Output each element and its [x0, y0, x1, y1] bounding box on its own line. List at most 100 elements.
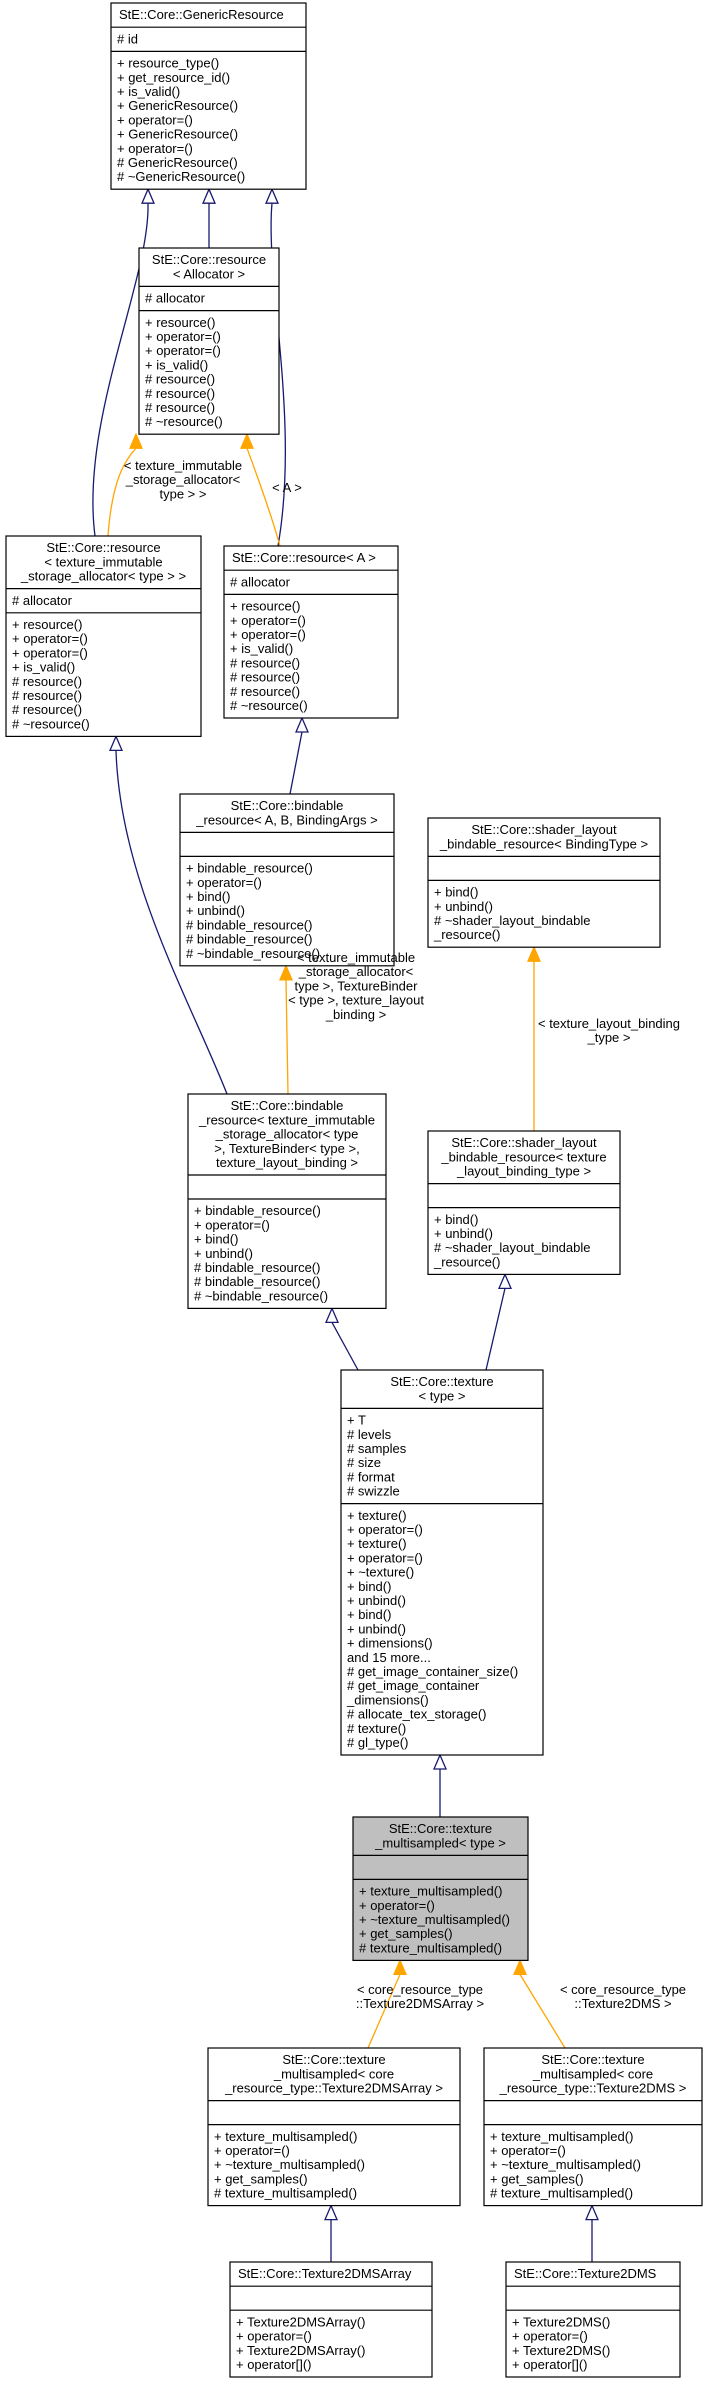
- inheritance-edge-bind-tex: [115, 750, 228, 1095]
- edge-label-ms-2d: < core_resource_type: [560, 1982, 686, 1997]
- class-attribute: # allocator: [12, 593, 73, 608]
- class-method: and 15 more...: [347, 1650, 431, 1665]
- class-title-line: _storage_allocator< type > >: [20, 569, 186, 584]
- class-title-line: StE::Core::bindable: [231, 1098, 344, 1113]
- class-title-line: StE::Core::shader_layout: [451, 1135, 597, 1150]
- class-method: + operator=(): [490, 2143, 566, 2158]
- class-method: + is_valid(): [117, 84, 180, 99]
- class-method: # resource(): [230, 670, 300, 685]
- class-method: _dimensions(): [346, 1692, 429, 1707]
- class-box-res-tex[interactable]: StE::Core::resource< texture_immutable_s…: [5, 535, 202, 737]
- class-box-frame: [138, 247, 280, 435]
- inheritance-edge-texture: [485, 1288, 506, 1371]
- class-method: + unbind(): [194, 1246, 253, 1261]
- class-box-res-alloc[interactable]: StE::Core::resource< Allocator ># alloca…: [138, 247, 280, 435]
- class-method: # bindable_resource(): [194, 1274, 320, 1289]
- class-method: # bindable_resource(): [186, 932, 312, 947]
- template-edge-bind-tex: [285, 979, 289, 1095]
- class-box-frame: [5, 535, 202, 737]
- edge-label-ms-array: < core_resource_type: [357, 1982, 483, 1997]
- class-method: + texture(): [347, 1536, 407, 1551]
- edge-label-bind-tex: < type >, texture_layout: [288, 993, 424, 1008]
- class-box-tex-ms[interactable]: StE::Core::texture_multisampled< type >+…: [352, 1816, 529, 1961]
- class-method: + bind(): [434, 885, 478, 900]
- class-method: + Texture2DMSArray(): [236, 2343, 365, 2358]
- template-arrowhead: [527, 945, 541, 962]
- edge-label-bind-tex: type >, TextureBinder: [295, 978, 419, 993]
- template-arrowhead: [240, 432, 254, 449]
- class-box-t2dms[interactable]: StE::Core::Texture2DMS+ Texture2DMS()+ o…: [505, 2261, 681, 2378]
- class-method: + operator[](): [512, 2357, 588, 2372]
- class-title-line: StE::Core::texture: [282, 2052, 385, 2067]
- class-method: + Texture2DMSArray(): [236, 2314, 365, 2329]
- class-box-frame: [223, 545, 399, 719]
- class-box-t2dms-array[interactable]: StE::Core::Texture2DMSArray+ Texture2DMS…: [229, 2261, 433, 2378]
- template-arrowhead: [129, 432, 143, 449]
- class-box-tex-ms-array[interactable]: StE::Core::texture_multisampled< core_re…: [207, 2047, 461, 2207]
- class-method: + ~texture_multisampled(): [214, 2157, 365, 2172]
- class-title-line: StE::Core::resource< A >: [232, 550, 376, 565]
- class-box-shader-tex[interactable]: StE::Core::shader_layout_bindable_resour…: [427, 1130, 621, 1275]
- class-title-line: < texture_immutable: [44, 554, 162, 569]
- class-method: + unbind(): [434, 1226, 493, 1241]
- class-title-line: _bindable_resource< texture: [440, 1149, 606, 1164]
- class-title-line: < Allocator >: [173, 266, 245, 281]
- class-title-line: _resource< A, B, BindingArgs >: [195, 812, 377, 827]
- class-method: + resource(): [230, 599, 300, 614]
- class-method: + operator=(): [512, 2329, 588, 2344]
- class-box-generic[interactable]: StE::Core::GenericResource# id+ resource…: [110, 2, 307, 190]
- class-method: + unbind(): [186, 903, 245, 918]
- class-title-line: _storage_allocator< type: [215, 1127, 359, 1142]
- class-box-res-a[interactable]: StE::Core::resource< A ># allocator+ res…: [223, 545, 399, 719]
- class-title-line: < type >: [419, 1388, 466, 1403]
- class-method: + operator=(): [347, 1550, 423, 1565]
- class-box-bind-a[interactable]: StE::Core::bindable_resource< A, B, Bind…: [179, 793, 395, 967]
- class-method: _resource(): [433, 1254, 500, 1269]
- inheritance-arrowhead: [141, 187, 155, 204]
- class-method: + get_samples(): [214, 2171, 308, 2186]
- class-method: # ~GenericResource(): [117, 169, 245, 184]
- class-box-tex-ms-2d[interactable]: StE::Core::texture_multisampled< core_re…: [483, 2047, 703, 2207]
- inheritance-edge-res-a: [270, 203, 286, 547]
- class-method: + unbind(): [347, 1593, 406, 1608]
- template-arrowhead: [279, 964, 293, 981]
- class-method: + operator=(): [12, 645, 88, 660]
- inheritance-edge-texture: [331, 1322, 359, 1371]
- class-method: + bind(): [347, 1607, 391, 1622]
- inheritance-edge-res-tex: [92, 203, 149, 537]
- class-method: # texture_multisampled(): [359, 1940, 502, 1955]
- edge-label-res-tex: type > >: [160, 486, 207, 501]
- class-title-line: _resource_type::Texture2DMSArray >: [224, 2081, 443, 2096]
- class-box-frame: [352, 1816, 529, 1961]
- inheritance-arrowhead: [433, 1753, 447, 1770]
- class-method: # ~shader_layout_bindable: [434, 913, 591, 928]
- class-method: + ~texture_multisampled(): [490, 2157, 641, 2172]
- class-method: # resource(): [12, 702, 82, 717]
- class-method: # ~bindable_resource(): [186, 946, 320, 961]
- class-method: # allocate_tex_storage(): [347, 1707, 486, 1722]
- class-method: + operator=(): [145, 343, 221, 358]
- class-method: + get_samples(): [490, 2171, 584, 2186]
- class-method: + resource(): [145, 315, 215, 330]
- class-method: # bindable_resource(): [194, 1260, 320, 1275]
- class-method: + operator=(): [186, 875, 262, 890]
- class-method: # texture_multisampled(): [490, 2186, 633, 2201]
- edge-label-ms-2d: ::Texture2DMS >: [574, 1996, 671, 2011]
- class-attribute: # format: [347, 1469, 395, 1484]
- class-box-texture[interactable]: StE::Core::texture< type >+ T# levels# s…: [340, 1369, 544, 1756]
- class-title-line: _multisampled< type >: [374, 1835, 506, 1850]
- class-box-bind-tex[interactable]: StE::Core::bindable_resource< texture_im…: [187, 1093, 387, 1309]
- class-method: + operator=(): [117, 141, 193, 156]
- class-box-shader-bt[interactable]: StE::Core::shader_layout_bindable_resour…: [427, 817, 661, 948]
- edge-label-bind-tex: < texture_immutable: [297, 950, 415, 965]
- class-box-frame: [229, 2261, 433, 2378]
- class-method: + operator=(): [347, 1522, 423, 1537]
- class-method: + texture(): [347, 1508, 407, 1523]
- class-method: + GenericResource(): [117, 98, 238, 113]
- class-method: + operator=(): [359, 1898, 435, 1913]
- class-method: # ~shader_layout_bindable: [434, 1240, 591, 1255]
- inheritance-arrowhead: [324, 2203, 338, 2221]
- class-method: # get_image_container_size(): [347, 1664, 518, 1679]
- class-method: + bindable_resource(): [194, 1203, 321, 1218]
- class-title-line: StE::Core::texture: [390, 1374, 493, 1389]
